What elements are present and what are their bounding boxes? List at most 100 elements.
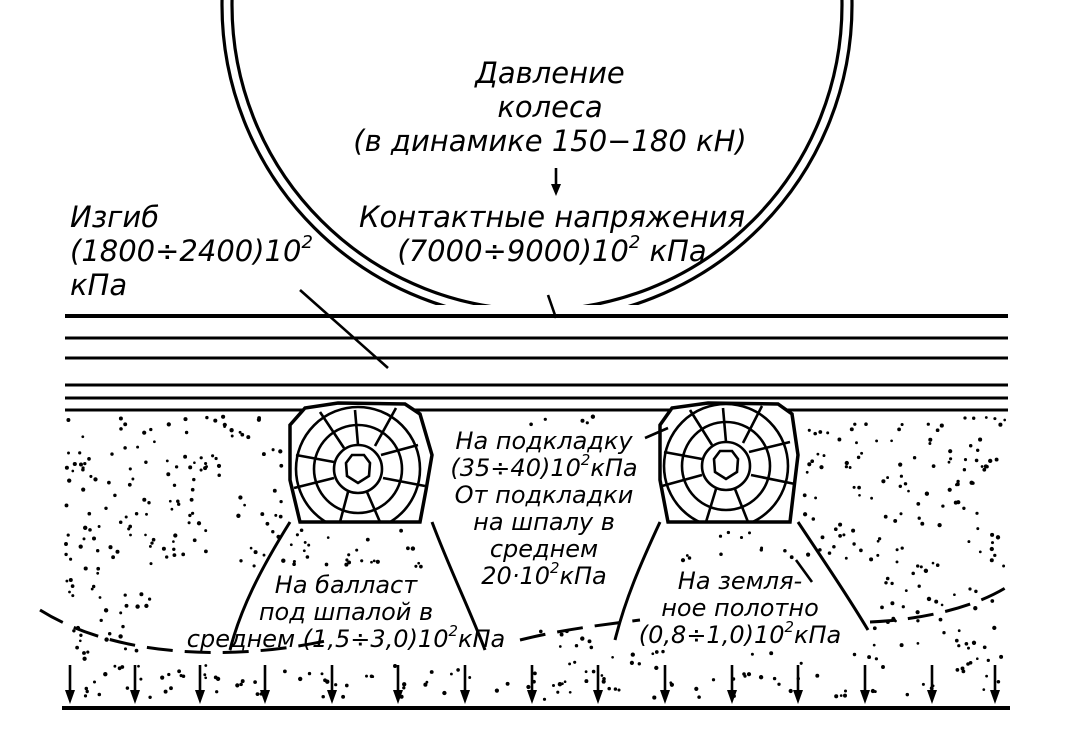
- ballast-dot: [168, 499, 172, 503]
- ballast-dot: [187, 521, 191, 525]
- ballast-dot: [617, 688, 621, 692]
- ballast-dot: [128, 524, 133, 529]
- ballast-dot: [81, 487, 86, 492]
- ballast-dot: [402, 682, 407, 687]
- ballast-dot: [826, 431, 830, 435]
- wheel-pressure-line2: колеса: [497, 90, 603, 124]
- ballast-dot: [449, 672, 453, 676]
- ballast-dot: [176, 499, 180, 503]
- ballast-dot: [938, 617, 943, 622]
- ballast-dot: [558, 645, 562, 648]
- ballast-dot: [998, 422, 1003, 427]
- ballast-dot: [456, 668, 460, 672]
- ballast-dot: [988, 458, 993, 464]
- ballast-dot: [898, 484, 903, 489]
- ballast-dot: [161, 546, 166, 551]
- ballast-dot: [613, 687, 618, 691]
- ballast-dot: [883, 514, 888, 519]
- ballast-dot: [97, 525, 101, 528]
- ballast-dot: [196, 521, 202, 526]
- ballast-dot: [136, 445, 140, 449]
- ballast-dot: [955, 483, 958, 487]
- subgrade-arrowhead: [660, 690, 670, 704]
- ballast-dot: [867, 655, 872, 660]
- ballast-dot: [215, 676, 221, 682]
- ballast-dot: [916, 619, 920, 623]
- ballast-dot: [843, 693, 847, 698]
- ballast-dot: [64, 552, 68, 557]
- ballast-dot: [375, 559, 380, 564]
- ballast-dot: [869, 557, 874, 562]
- ballast-dot: [423, 682, 428, 687]
- ballast-dot: [580, 418, 585, 423]
- ballast-dot: [139, 677, 143, 681]
- ballast-dot: [758, 675, 764, 680]
- ballast-dot: [934, 599, 939, 604]
- ballast-dot: [917, 584, 921, 588]
- ballast-dot: [802, 493, 807, 498]
- ballast-dot: [975, 511, 979, 515]
- ballast-dot: [978, 550, 982, 554]
- ballast-dot: [203, 673, 207, 677]
- bending-line1: Изгиб: [70, 200, 160, 234]
- ballast-dot: [148, 695, 152, 700]
- subgrade-arrowhead: [990, 690, 1000, 704]
- ballast-dot: [341, 694, 346, 699]
- ballast-dot: [345, 558, 349, 562]
- ballast-dot: [144, 603, 149, 609]
- ballast-dot: [66, 533, 70, 537]
- ballast-dot: [298, 676, 303, 682]
- ballast-dot: [899, 512, 903, 516]
- ballast-dot: [92, 584, 96, 589]
- wheel-force-arrowhead: [551, 184, 561, 196]
- subgrade-line3: (0,8÷1,0)102кПа: [638, 617, 842, 649]
- ballast-dot: [203, 466, 208, 471]
- ballast-dot: [167, 672, 171, 677]
- subgrade-leader: [794, 559, 814, 583]
- ballast-dot: [142, 497, 147, 502]
- ballast-dot: [810, 459, 815, 464]
- ballast-spread-right-outer: [613, 521, 662, 641]
- ballast-dot: [123, 647, 128, 651]
- ballast-dot: [777, 682, 781, 686]
- tie-plate-line6: 20·102кПа: [481, 558, 607, 590]
- ballast-dot: [899, 474, 904, 478]
- bending-line3: кПа: [70, 268, 128, 302]
- ballast-dot: [295, 533, 299, 537]
- ballast-dot: [805, 470, 809, 474]
- ballast-dot: [81, 467, 85, 472]
- ballast-dot: [128, 467, 132, 471]
- subgrade-arrowhead: [130, 690, 140, 704]
- ballast-dot: [611, 655, 614, 659]
- ballast-dot: [844, 460, 849, 466]
- ballast-dot: [243, 503, 246, 507]
- ballast-dot: [326, 536, 330, 539]
- ballast-dot: [96, 571, 100, 575]
- ballast-spread-left-outer: [228, 521, 292, 651]
- ballast-dot: [370, 560, 373, 564]
- ballast-dot: [82, 537, 86, 541]
- ballast-dot: [172, 540, 175, 543]
- ballast-dot: [855, 441, 858, 445]
- ballast-dot: [842, 533, 846, 537]
- ballast-dot: [365, 674, 368, 678]
- ballast-dot: [874, 657, 879, 661]
- ballast-dot: [911, 571, 915, 576]
- ballast-dot: [64, 465, 69, 470]
- ballast-dot: [129, 533, 132, 537]
- ballast-dot: [685, 554, 689, 557]
- ballast-dot: [976, 448, 980, 452]
- ballast-dot: [974, 589, 978, 594]
- ballast-dot: [190, 487, 195, 492]
- ballast-dot: [205, 415, 209, 420]
- ballast-dot: [651, 652, 655, 656]
- subgrade-arrows: [65, 665, 1000, 704]
- ballast-dot: [580, 636, 585, 641]
- ballast-dot: [718, 534, 723, 538]
- ballast-dot: [253, 680, 257, 684]
- ballast-dot: [238, 495, 243, 500]
- ballast-dot: [69, 557, 73, 561]
- subgrade-arrowhead: [195, 690, 205, 704]
- ballast-dot: [249, 546, 253, 550]
- ballast-dot: [820, 535, 825, 540]
